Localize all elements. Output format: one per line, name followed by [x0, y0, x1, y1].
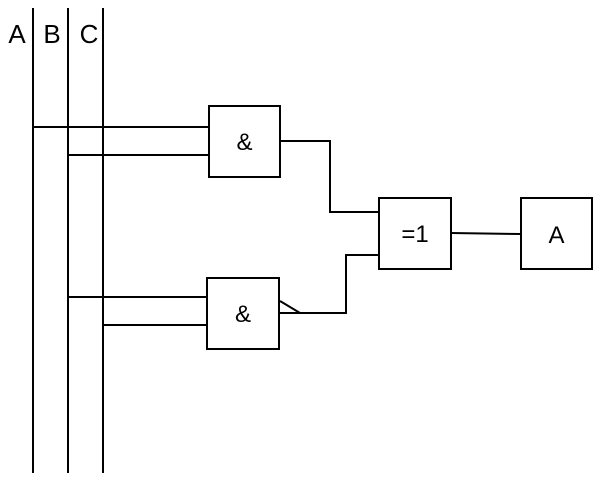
wire-and-bottom-to-xor: [279, 254, 379, 314]
bus-label-a: A: [8, 19, 26, 49]
and-gate-bottom: [206, 277, 280, 350]
and-gate-bottom-label: &: [235, 301, 251, 328]
and-gate-top-label: &: [236, 129, 252, 156]
xor-gate-label: =1: [401, 221, 428, 248]
wire-and-top-to-xor: [280, 140, 379, 213]
xor-gate: [378, 197, 452, 270]
and-gate-top: [208, 105, 281, 178]
output-box: [520, 197, 593, 270]
bus-label-c: C: [80, 19, 99, 49]
wire-xor-to-output: [450, 232, 522, 235]
bus-label-b: B: [43, 19, 60, 49]
output-box-label: A: [548, 222, 564, 249]
